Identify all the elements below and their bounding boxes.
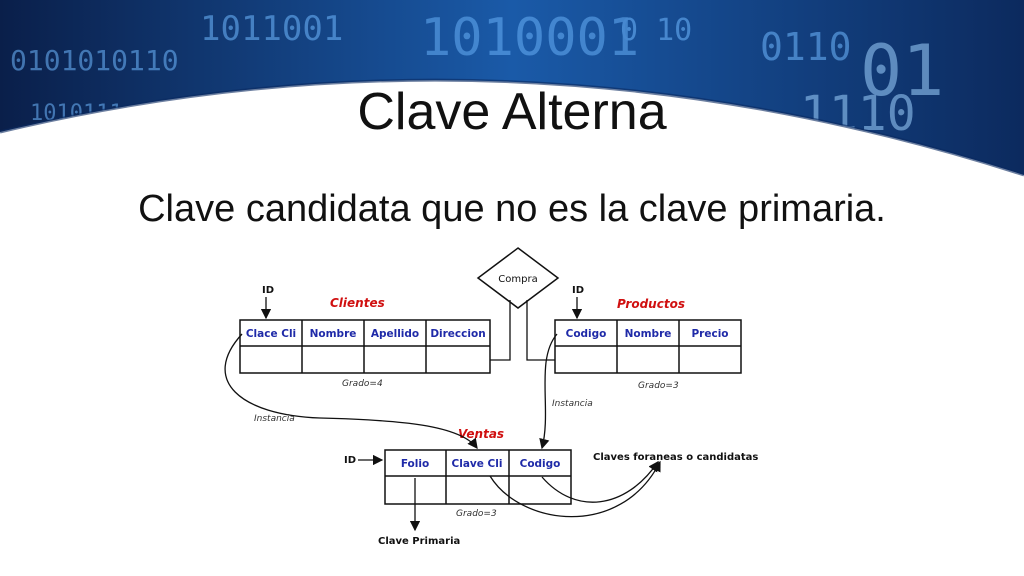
instance-label-left: Instancia (254, 414, 295, 424)
svg-text:0110: 0110 (760, 25, 852, 69)
id-label-clientes: ID (262, 285, 274, 296)
entity-name-ventas: Ventas (458, 427, 504, 441)
entity-name-clientes: Clientes (330, 296, 385, 310)
primary-key-label: Clave Primaria (378, 536, 460, 547)
instance-label-right: Instancia (552, 399, 593, 409)
instance-arrow-left (224, 333, 478, 450)
relationship-diamond (476, 247, 560, 309)
degree-label-productos: Grado=3 (638, 381, 679, 391)
svg-text:0 10: 0 10 (620, 13, 692, 48)
column-header: Nombre (625, 328, 672, 340)
diamond-connector-right (526, 300, 555, 361)
header-banner: 0101010110 1011001 1010001 0 10 0110 01 … (0, 0, 1024, 180)
svg-text:01: 01 (860, 30, 944, 112)
table-ventas: Ventas ID Folio Clave Cli Codigo Grado=3 (344, 427, 572, 519)
id-label-ventas: ID (344, 455, 356, 466)
column-header: Clace Cli (246, 328, 296, 340)
column-header: Nombre (310, 328, 357, 340)
foreign-key-arrow-2 (541, 460, 659, 503)
column-header: Folio (401, 458, 429, 470)
svg-text:1010001: 1010001 (420, 8, 639, 68)
foreign-key-arrow-1 (489, 460, 661, 518)
table-productos: Productos ID Codigo Nombre Precio Grado=… (554, 285, 742, 391)
entity-name-productos: Productos (617, 297, 685, 311)
column-header: Codigo (566, 328, 607, 340)
relationship-label: Compra (498, 274, 537, 285)
slide-subtitle: Clave candidata que no es la clave prima… (138, 188, 886, 230)
column-header: Precio (691, 328, 728, 340)
slide-title: Clave Alterna (357, 83, 667, 141)
column-header: Codigo (520, 458, 561, 470)
diamond-connector-left (490, 300, 511, 361)
svg-text:1011001: 1011001 (200, 9, 343, 49)
column-header: Apellido (371, 328, 419, 340)
svg-text:0101010110: 0101010110 (10, 44, 179, 77)
column-header: Direccion (430, 328, 485, 340)
id-label-productos: ID (572, 285, 584, 296)
table-clientes: Clientes ID Clace Cli Nombre Apellido Di… (239, 285, 491, 389)
degree-label-clientes: Grado=4 (342, 379, 383, 389)
instance-arrow-right (539, 333, 558, 450)
foreign-keys-label: Claves foraneas o candidatas (593, 452, 758, 463)
degree-label-ventas: Grado=3 (456, 509, 497, 519)
column-header: Clave Cli (452, 458, 503, 470)
